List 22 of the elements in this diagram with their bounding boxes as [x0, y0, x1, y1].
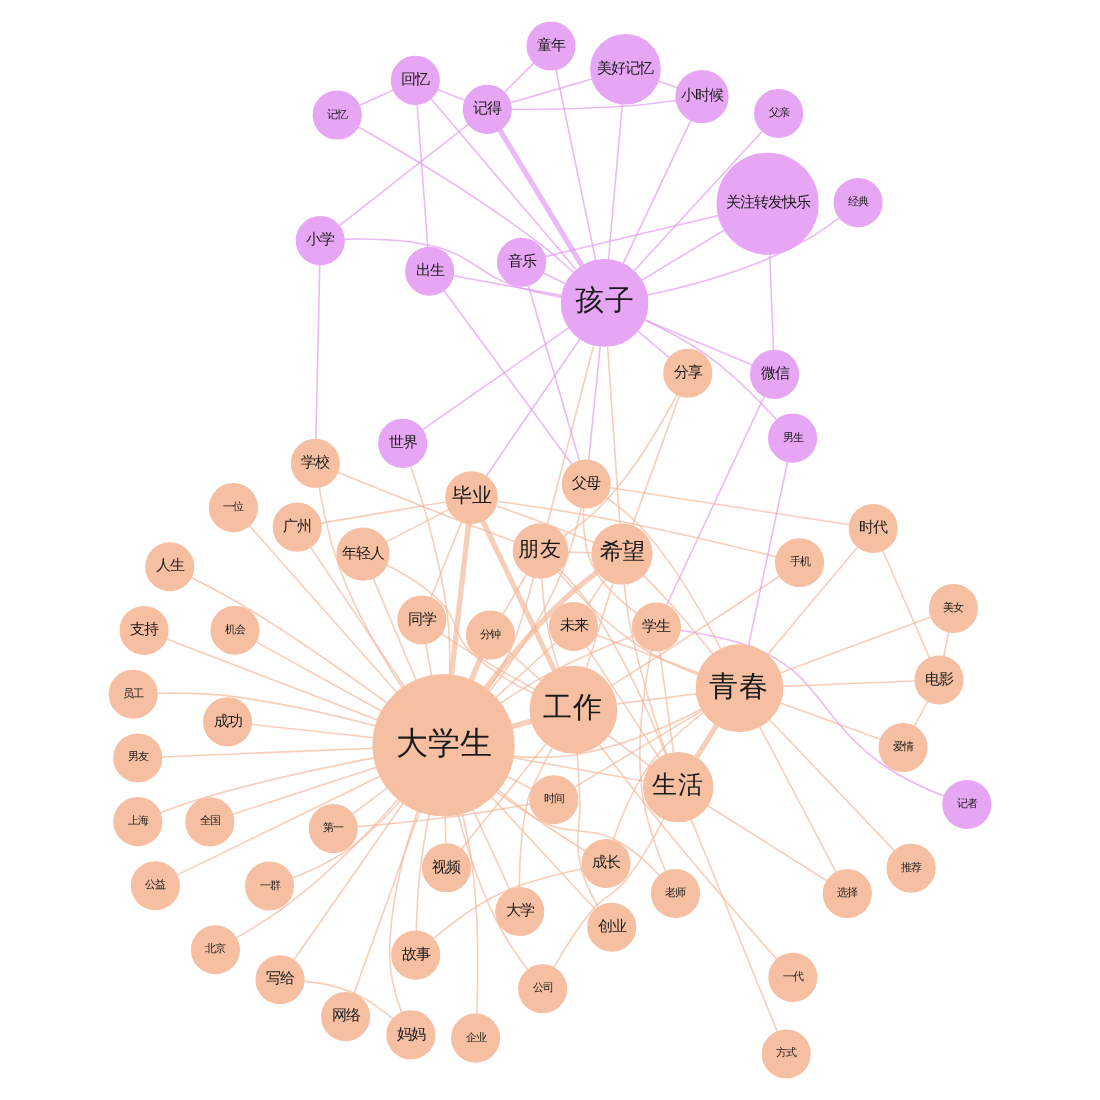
node-circle: 毕业	[445, 471, 498, 524]
connector	[480, 519, 557, 672]
connector	[293, 802, 405, 961]
connector	[190, 576, 388, 704]
connector	[679, 629, 945, 797]
connector	[235, 798, 399, 939]
connector	[460, 743, 547, 850]
connector	[440, 632, 536, 691]
connector	[494, 642, 557, 699]
node-circle: 大学生	[372, 674, 515, 817]
node-circle: 工作	[529, 665, 618, 754]
node-circle: 青春	[695, 644, 784, 732]
node-circle: 孩子	[560, 259, 649, 347]
node-circle: 生活	[643, 752, 714, 823]
node-circle: 希望	[591, 523, 653, 585]
connector	[318, 486, 404, 689]
connector	[573, 709, 703, 789]
connector	[598, 743, 778, 961]
connector	[291, 800, 401, 879]
node-circle: 朋友	[512, 523, 569, 579]
connector	[176, 775, 381, 876]
connector	[553, 817, 665, 969]
